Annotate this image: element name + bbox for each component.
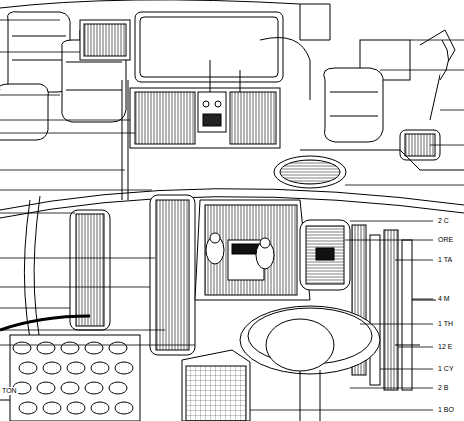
shell-base: [19, 362, 37, 374]
leader-line: [0, 170, 125, 171]
shell-base: [109, 342, 127, 354]
leader-line: [345, 240, 433, 241]
callout-label: 1 TA: [437, 256, 453, 264]
shell-base: [109, 382, 127, 394]
shell-base: [19, 402, 37, 414]
leader-line: [380, 70, 464, 71]
shell-base: [115, 402, 133, 414]
callout-label: 2 C: [437, 217, 450, 225]
leader-line: [350, 388, 433, 389]
leader-line: [0, 345, 195, 346]
shell-base: [85, 382, 103, 394]
leader-line: [0, 190, 152, 191]
leader-line: [412, 299, 433, 300]
callout-label: ORE: [437, 236, 454, 244]
callout-label: 12 E: [437, 343, 453, 351]
leader-line: [0, 20, 60, 21]
leader-line: [0, 258, 155, 259]
leader-line: [0, 52, 80, 53]
shell-base: [13, 342, 31, 354]
leader-line: [380, 369, 433, 370]
shell-base: [85, 342, 103, 354]
leader-line: [0, 287, 150, 288]
leader-line: [360, 324, 433, 325]
shell-base: [43, 402, 61, 414]
callout-label: 1 BO: [437, 406, 455, 414]
leader-line: [350, 221, 433, 222]
shell-base: [43, 362, 61, 374]
callout-label: 1 TH: [437, 320, 454, 328]
callout-label: 2 B: [437, 384, 450, 392]
leader-line: [0, 330, 165, 331]
leader-line: [250, 410, 433, 411]
shell-base: [37, 382, 55, 394]
leader-line: [398, 347, 433, 348]
shell-base: [67, 362, 85, 374]
callout-label: 4 M: [437, 295, 451, 303]
shell-base: [91, 402, 109, 414]
leader-line: [345, 185, 464, 186]
shell-base: [61, 342, 79, 354]
shell-base: [91, 362, 109, 374]
callout-label: 1 CY: [437, 365, 455, 373]
leader-line: [0, 213, 75, 214]
leader-line: [0, 120, 130, 121]
leader-line: [0, 308, 70, 309]
leader-line: [430, 145, 464, 146]
shell-base: [37, 342, 55, 354]
leader-line: [395, 260, 433, 261]
shell-base: [115, 362, 133, 374]
leader-line: [0, 133, 135, 134]
leader-line: [410, 40, 464, 41]
leader-line: [0, 95, 60, 96]
leader-line: [440, 110, 464, 111]
shell-base: [67, 402, 85, 414]
callout-label: TON: [1, 387, 18, 395]
shell-base: [61, 382, 79, 394]
